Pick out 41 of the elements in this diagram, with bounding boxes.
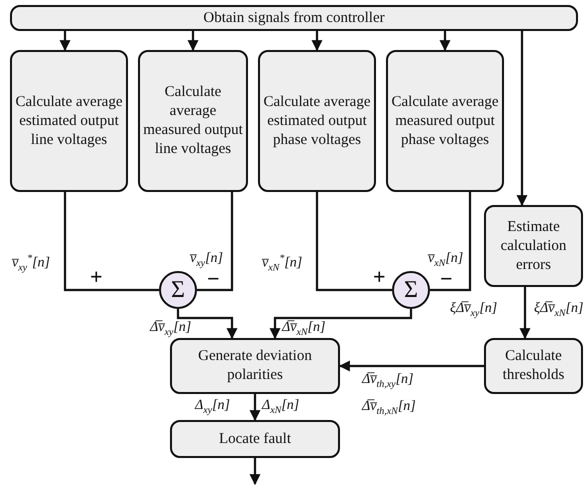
arrow	[516, 31, 528, 206]
sign-label: +	[373, 266, 386, 288]
arrow	[250, 458, 260, 486]
sign-label: −	[440, 268, 453, 290]
connector-line	[64, 192, 159, 292]
process-box: Calculate average estimated output line voltages	[10, 50, 128, 192]
sign-label: +	[90, 266, 103, 288]
process-box: Locate fault	[170, 420, 340, 458]
arrow	[60, 31, 70, 52]
process-box: Calculate average measured output phase voltages	[386, 50, 504, 192]
edge-label: Δ̅v̅$_{xN}$[n]	[282, 319, 326, 340]
arrow	[176, 309, 238, 340]
edge-label: v̅$_{xy}$[n]	[190, 250, 224, 271]
edge-label: Δ$_{xy}$[n]	[195, 397, 230, 418]
arrow	[338, 360, 484, 372]
arrow	[188, 31, 198, 52]
connector-line	[430, 192, 472, 292]
process-box: Calculate thresholds	[484, 338, 583, 394]
summing-junction: Σ	[392, 271, 430, 309]
arrow	[270, 309, 412, 340]
edge-label: v̅$_{xN}$[n]	[428, 250, 464, 271]
arrow	[520, 287, 530, 340]
edge-label: v̅$_{xy}$$^{*}$[n]	[12, 252, 50, 276]
process-box: Estimate calculation errors	[484, 205, 583, 287]
connector-line	[316, 192, 392, 292]
process-box: Calculate average measured output line voltages	[138, 50, 248, 192]
arrow	[312, 31, 322, 52]
connector-line	[197, 192, 234, 292]
arrow	[440, 31, 450, 52]
signal-label: ξΔ̅v̅$_{xN}$[n]	[534, 300, 584, 321]
edge-label: Δ̅v̅$_{th,xy}$[n] Δ̅v̅$_{th,xN}$[n]	[362, 371, 417, 419]
process-box: Obtain signals from controller	[10, 5, 578, 31]
edge-label: v̅$_{xN}$$^{*}$[n]	[262, 252, 302, 276]
summing-junction: Σ	[159, 271, 197, 309]
sign-label: −	[207, 268, 220, 290]
signal-label: Δ$_{xN}$[n]	[262, 397, 300, 418]
edge-label: ξΔ̅v̅$_{xy}$[n]	[450, 300, 498, 321]
process-box: Generate deviation polarities	[170, 338, 340, 394]
arrow	[250, 394, 260, 422]
edge-label: Δ̅v̅$_{xy}$[n]	[150, 319, 192, 340]
process-box: Calculate average estimated output phase voltages	[258, 50, 376, 192]
